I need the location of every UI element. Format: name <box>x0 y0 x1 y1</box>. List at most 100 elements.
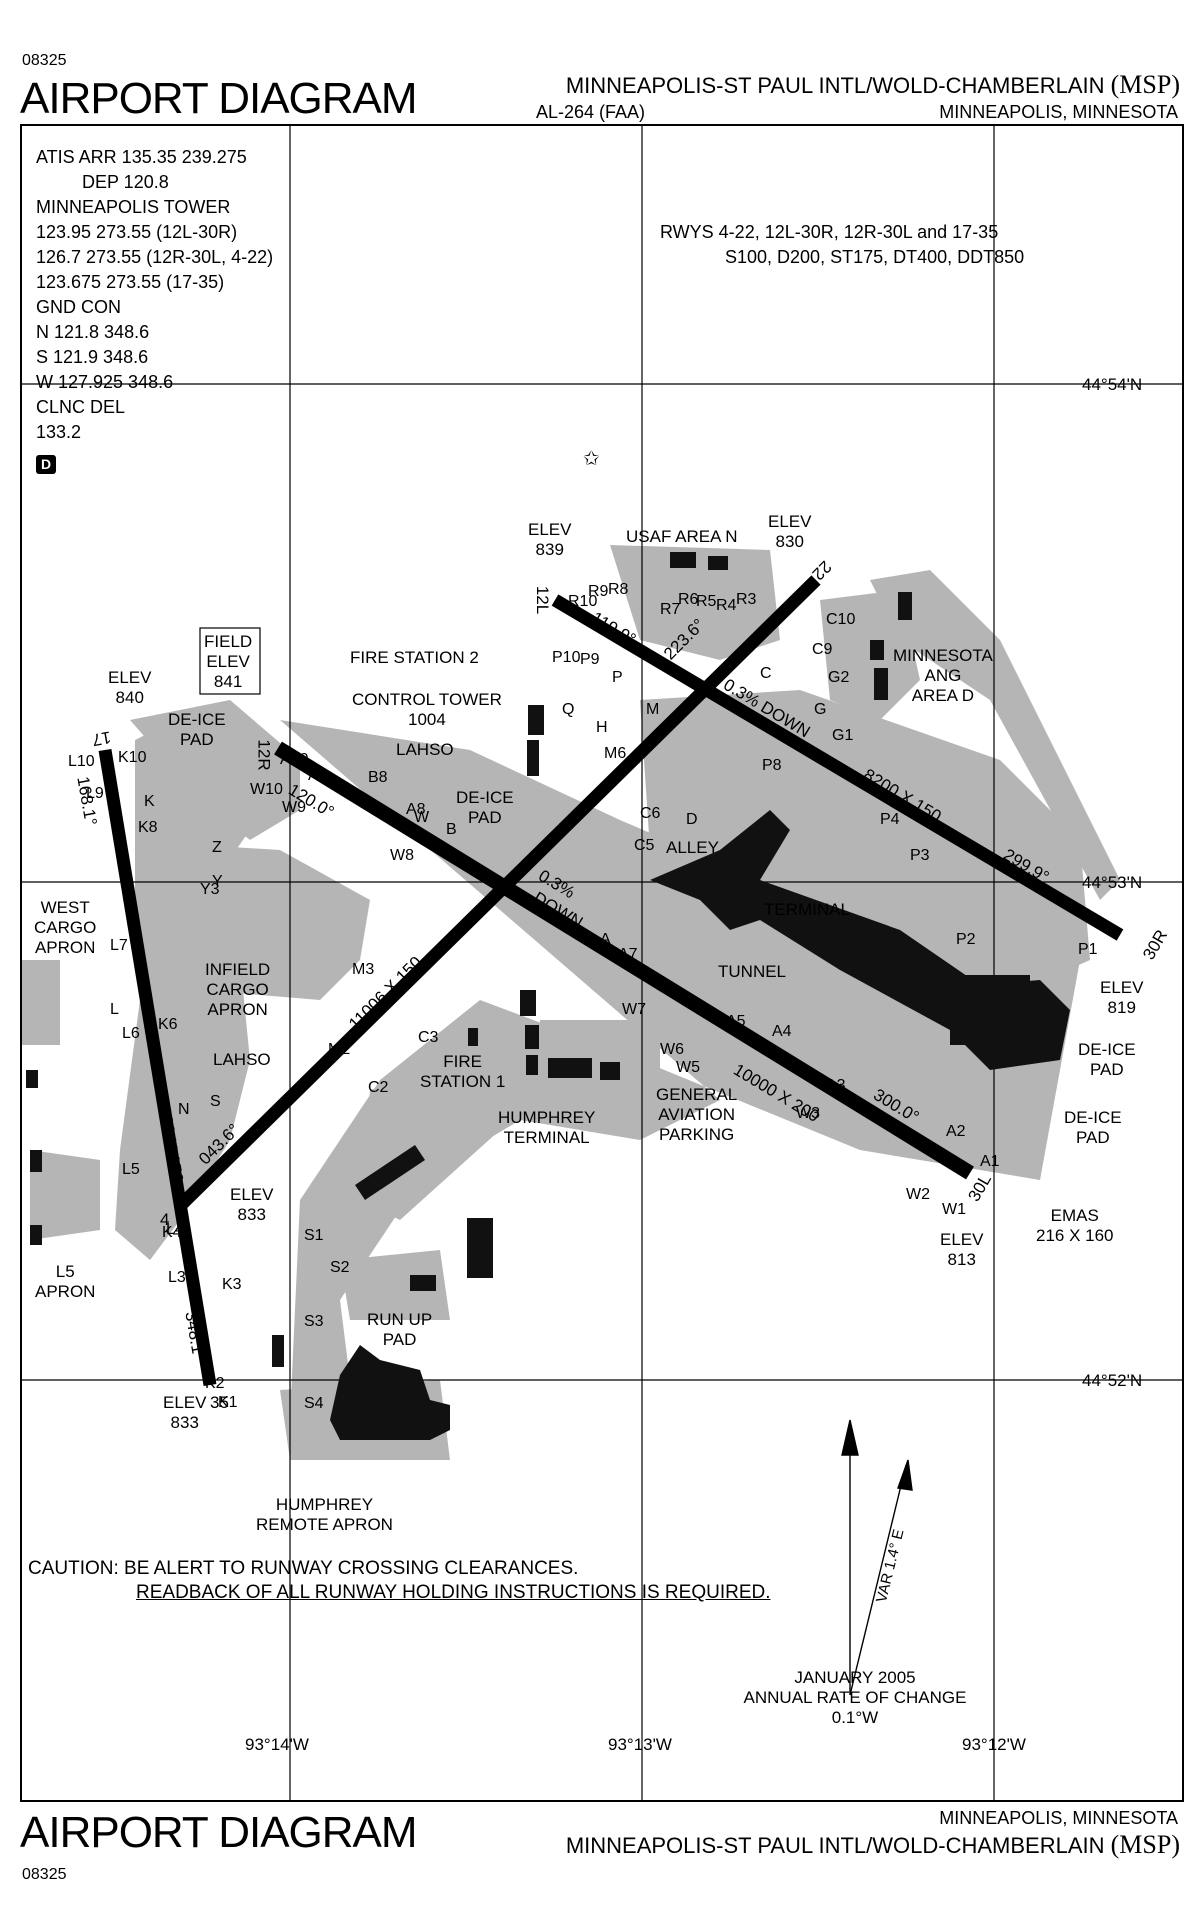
taxiway-label: P9 <box>580 651 600 668</box>
beacon-icon: ✩ <box>583 446 600 470</box>
taxiway-label: W <box>414 809 430 826</box>
taxiway-label: A1 <box>980 1153 1000 1170</box>
building-fire-station-2 <box>527 740 539 776</box>
lat-south-label: 44°52'N <box>1082 1371 1143 1390</box>
lat-mid-label: 44°53'N <box>1082 873 1143 892</box>
taxiway-label: M6 <box>604 745 627 762</box>
chart-number: 08325 <box>22 52 67 69</box>
taxiway-label: K4 <box>162 1224 182 1241</box>
ga-l2: AVIATION <box>658 1105 736 1124</box>
taxiway-label: W2 <box>906 1186 930 1203</box>
taxiway-label: C5 <box>634 837 655 854</box>
taxiway-label: W10 <box>250 781 283 798</box>
taxiway-label: M <box>646 701 660 718</box>
taxiway-label: R4 <box>716 597 737 614</box>
grid-lines <box>22 126 1182 1800</box>
tower-freq-1: 123.95 273.55 (12L-30R) <box>36 222 238 242</box>
building-infield-3 <box>526 1055 538 1075</box>
infield-cargo-apron <box>200 845 370 1000</box>
elev-819-label: ELEV 819 <box>1100 978 1143 1018</box>
taxiway-label: A5 <box>726 1013 746 1030</box>
emas-l2: 216 X 160 <box>1036 1226 1114 1245</box>
runway-end-35: 35 <box>210 1393 229 1412</box>
ang-l3: AREA D <box>911 686 975 705</box>
building-runup-1 <box>467 1218 493 1278</box>
deice4-l2: PAD <box>1075 1128 1110 1147</box>
dep-freq: DEP 120.8 <box>82 172 169 192</box>
central-taxi-area <box>280 720 1080 1460</box>
city-state: MINNEAPOLIS, MINNESOTA <box>939 102 1178 122</box>
building-fire-station-1 <box>468 1028 478 1046</box>
magnetic-north-line <box>849 1464 907 1696</box>
taxiway-label: R5 <box>696 593 717 610</box>
taxiway-label: S3 <box>304 1313 324 1330</box>
runway-end-12l: 12L <box>533 585 553 615</box>
hra-l2: REMOTE APRON <box>256 1515 393 1534</box>
deice2-l2: PAD <box>467 808 502 827</box>
elev-819-l1: ELEV <box>1100 978 1144 997</box>
north-arrow <box>841 1419 913 1696</box>
buildings <box>26 552 1070 1440</box>
runway-17-35 <box>98 748 217 1387</box>
taxiway-label: C9 <box>812 641 833 658</box>
caution-line-2: READBACK OF ALL RUNWAY HOLDING INSTRUCTI… <box>136 1582 771 1603</box>
d-badge: D <box>36 455 57 474</box>
control-tower-l2: 1004 <box>408 710 446 729</box>
footer-city-state: MINNEAPOLIS, MINNESOTA <box>939 1808 1178 1828</box>
building-usaf-1 <box>670 552 696 568</box>
ga-parking-label: GENERAL AVIATION PARKING <box>656 1085 737 1145</box>
caution-line-1: CAUTION: BE ALERT TO RUNWAY CROSSING CLE… <box>28 1558 579 1579</box>
taxiway-label: K2 <box>205 1375 225 1392</box>
lon-west-label: 93°14'W <box>245 1735 309 1754</box>
runup-l1: RUN UP <box>367 1310 433 1329</box>
ga-parking-area <box>540 1020 660 1100</box>
building-l5-1 <box>30 1150 42 1172</box>
taxiway-label: L9 <box>86 785 104 802</box>
taxiway-label: L10 <box>68 753 95 770</box>
emas-label: EMAS 216 X 160 <box>1036 1206 1114 1246</box>
run-up-pad-label: RUN UP PAD <box>367 1310 432 1350</box>
airport-id: (MSP) <box>1110 70 1180 99</box>
taxiway-label: G2 <box>828 669 850 686</box>
field-elev-l2: ELEV <box>206 652 250 671</box>
taxiway-label: W7 <box>622 1001 646 1018</box>
field-elev-box <box>199 627 261 695</box>
ht-l2: TERMINAL <box>503 1128 590 1147</box>
runup-l2: PAD <box>382 1330 417 1349</box>
building-ang-1 <box>898 592 912 620</box>
elev-839-l1: ELEV <box>528 520 572 539</box>
taxiway-label: G <box>814 701 827 718</box>
west-cargo-l2: CARGO <box>34 918 97 937</box>
deice4-l1: DE-ICE <box>1064 1108 1122 1127</box>
clnc-del-label: CLNC DEL <box>36 397 126 417</box>
atis-freq: ATIS ARR 135.35 239.275 <box>36 147 247 167</box>
usaf-area-n <box>610 545 780 660</box>
field-elev-label: FIELD ELEV 841 <box>204 632 252 692</box>
l5-apron <box>30 1150 100 1240</box>
taxiway-label: A9 <box>308 767 328 784</box>
deice3-l1: DE-ICE <box>1078 1040 1136 1059</box>
l5-l1: L5 <box>55 1262 75 1281</box>
taxiway-label: K3 <box>222 1276 242 1293</box>
taxiway-label: C6 <box>640 805 661 822</box>
west-cargo-apron-label: WEST CARGO APRON <box>34 898 96 958</box>
runway-end-17: 17 <box>90 727 113 750</box>
clnc-del-freq: 133.2 <box>36 422 82 442</box>
taxiway-label: K1 <box>218 1394 238 1411</box>
hra-l1: HUMPHREY <box>275 1495 374 1514</box>
lahso-label-2: LAHSO <box>213 1050 271 1069</box>
building-ang-2 <box>870 640 884 660</box>
deice-pad-label-1: DE-ICE PAD <box>168 710 226 750</box>
infield-l1: INFIELD <box>205 960 271 979</box>
procedure-id: AL-264 (FAA) <box>536 102 646 122</box>
building-humphrey-terminal <box>355 1145 425 1200</box>
taxiway-label: W8 <box>390 847 414 864</box>
taxiway-label: K8 <box>138 819 158 836</box>
tunnel-label: TUNNEL <box>718 962 787 981</box>
west-cargo-l3: APRON <box>34 938 96 957</box>
building-runup-2 <box>410 1275 436 1291</box>
taxiway-label: W5 <box>676 1059 700 1076</box>
taxiway-label: P4 <box>880 811 900 828</box>
building-remote-apron <box>330 1345 450 1440</box>
taxiway-label: R7 <box>660 601 681 618</box>
